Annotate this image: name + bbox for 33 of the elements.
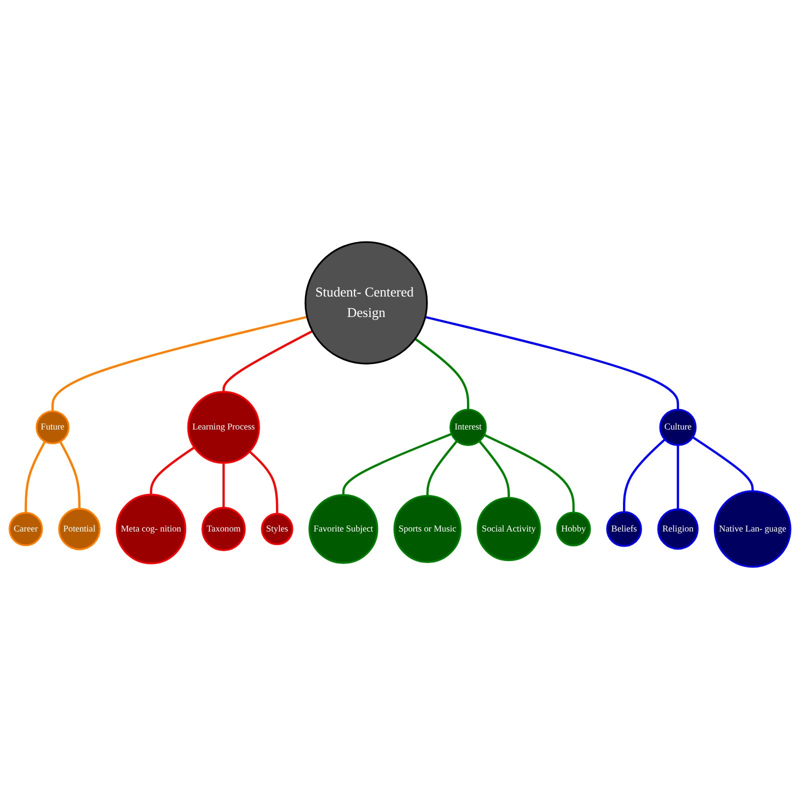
connector: [676, 445, 680, 510]
node-circle: Interest: [449, 408, 487, 446]
connector: [222, 462, 225, 508]
node-circle: Taxonom: [202, 506, 246, 552]
node-circle: Student- Centered Design: [304, 241, 428, 364]
connector: [484, 434, 575, 512]
connector: [414, 338, 470, 410]
node-circle: Religion: [657, 508, 699, 550]
node-circle: Future: [36, 410, 70, 444]
node-circle: Sports or Music: [394, 495, 462, 564]
node-circle: Beliefs: [606, 511, 642, 547]
node-circle: Career: [8, 512, 43, 546]
connector: [342, 432, 452, 496]
connector: [248, 450, 278, 514]
connector: [59, 440, 80, 509]
node-circle: Culture: [659, 408, 697, 446]
node-circle: Favorite Subject: [308, 494, 378, 564]
connector: [222, 330, 313, 392]
node-circle: Styles: [260, 512, 294, 546]
connector: [692, 436, 754, 492]
node-circle: Social Activity: [476, 496, 541, 562]
connector: [622, 438, 666, 512]
connector: [478, 440, 510, 498]
connector: [150, 446, 195, 495]
node-circle: Meta cog- nition: [116, 494, 186, 564]
connector: [24, 440, 46, 513]
connector: [425, 316, 680, 410]
connector: [426, 440, 458, 496]
node-circle: Native Lan- guage: [714, 490, 792, 568]
node-circle: Hobby: [556, 512, 591, 546]
node-circle: Learning Process: [187, 391, 260, 464]
connector: [51, 316, 308, 412]
node-circle: Potential: [58, 508, 101, 550]
